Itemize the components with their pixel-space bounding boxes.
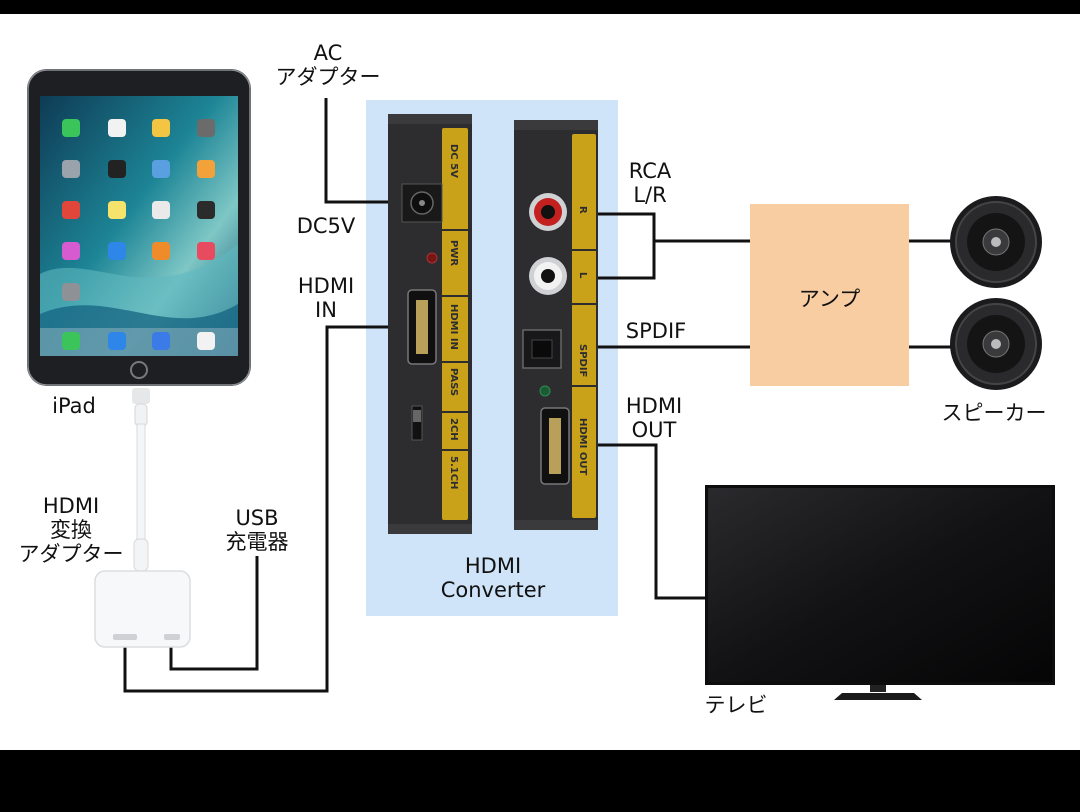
usb-charger-label: USB 充電器 (225, 506, 289, 554)
speaker-top (950, 196, 1042, 288)
dc5v-port-label: DC 5V (448, 144, 459, 178)
diagram-canvas: アンプ (0, 14, 1080, 750)
5-1ch-label: 5.1CH (448, 456, 459, 489)
ac-adapter-line (324, 98, 408, 204)
hdmi-out-label: HDMI OUT (625, 394, 683, 442)
hdmi-in-port-label: HDMI IN (448, 304, 459, 350)
converter-right-panel: R L SPDIF HDMI OUT (514, 120, 598, 530)
hdmi-out-line (594, 443, 705, 600)
pass-label: PASS (448, 368, 459, 396)
2ch-label: 2CH (448, 418, 459, 441)
amplifier-box: アンプ (750, 204, 909, 386)
spdif-label: SPDIF (625, 319, 687, 343)
hdmi-in-label: HDMI IN (297, 274, 355, 322)
usb-charger-line (169, 556, 259, 671)
ipad-label: iPad (52, 394, 96, 418)
power-led (426, 252, 438, 264)
pwr-label: PWR (448, 240, 459, 266)
dc5v-label: DC5V (296, 214, 356, 238)
rca-r-line (560, 212, 656, 280)
tv-device (705, 485, 1055, 700)
hdmi-in-line (123, 325, 388, 693)
rca-label: RCA L/R (628, 159, 672, 207)
speaker-bottom (950, 298, 1042, 390)
hdmi-out-port-label: HDMI OUT (577, 418, 588, 475)
hdmi-out-led (539, 385, 551, 397)
amplifier-label: アンプ (798, 287, 861, 311)
ipad-app-icons (40, 119, 238, 356)
ipad-home-button (130, 361, 148, 379)
rca-l-port-label: L (577, 272, 588, 279)
rca-r-port-label: R (577, 206, 588, 214)
converter-label: HDMI Converter (440, 554, 546, 602)
channel-switch (411, 405, 423, 441)
connection-lines (123, 98, 955, 693)
diagram-graphics: DC 5V PWR HDMI IN PASS 2CH 5.1CH (27, 69, 1055, 700)
spdif-port-label: SPDIF (577, 344, 588, 377)
hdmi-adapter-label: HDMI 変換 アダプター (18, 494, 124, 566)
converter-left-panel: DC 5V PWR HDMI IN PASS 2CH 5.1CH (388, 114, 472, 534)
tv-label: テレビ (704, 693, 768, 717)
ipad-device (27, 69, 251, 386)
ac-adapter-label: AC アダプター (275, 41, 381, 89)
speaker-label: スピーカー (941, 401, 1047, 425)
hdmi-adapter-device (94, 388, 191, 648)
